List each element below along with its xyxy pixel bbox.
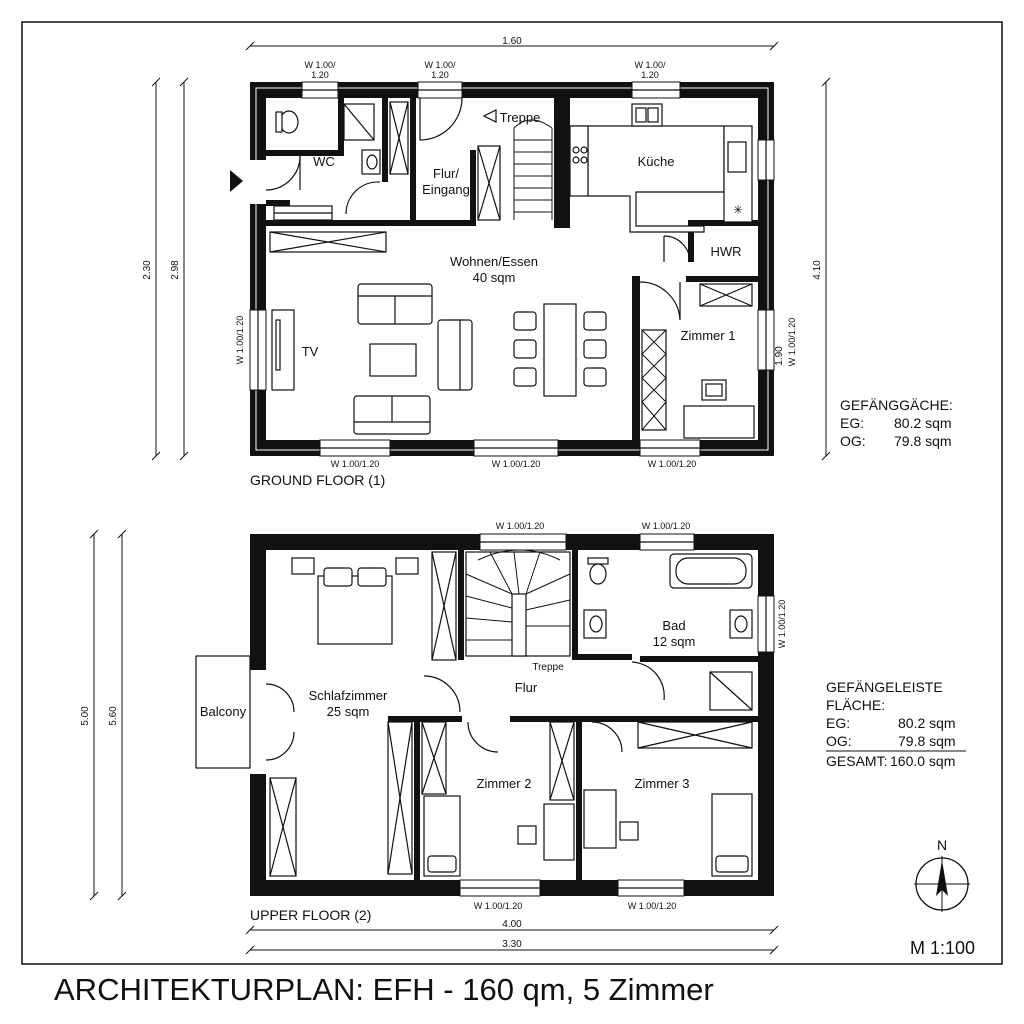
north-label: N [937, 837, 947, 853]
room-label-treppe-og: Treppe [532, 662, 564, 673]
room-label-wohnen: Wohnen/Essen [450, 254, 538, 269]
legend-1-value: 79.8 sqm [894, 433, 952, 449]
legend-1-label: OG: [840, 433, 866, 449]
window-label: W 1.00/1.20 [648, 459, 697, 469]
dimension-label: 1.60 [502, 36, 522, 47]
dimension-label: 5.00 [80, 706, 91, 726]
room-label-hwr: HWR [710, 244, 741, 259]
room-label-wc: WC [313, 154, 335, 169]
dimension-label: 4.10 [812, 260, 823, 280]
window-label: W 1.00/1.20 [496, 521, 545, 531]
area-legend-1: GEFÄNGGÄCHE: EG: 80.2 sqm OG: 79.8 sqm [840, 397, 953, 449]
room-area-wohnen: 40 sqm [473, 270, 516, 285]
room-label-zimmer1: Zimmer 1 [681, 328, 736, 343]
window-label: W 1.00/1.20 [474, 901, 523, 911]
legend-2-label: EG: [826, 715, 850, 731]
window-label: W 1.00/1.20 [331, 459, 380, 469]
room-label-kueche: Küche [638, 154, 675, 169]
legend-2-heading-2: FLÄCHE: [826, 697, 885, 713]
room-label-tv: TV [302, 344, 319, 359]
dimension-label: 4.00 [502, 919, 522, 930]
window-label: W 1.00/1.20 [235, 316, 245, 365]
room-area-bad: 12 sqm [653, 634, 696, 649]
legend-1-heading: GEFÄNGGÄCHE: [840, 397, 953, 413]
room-label-flur-2: Eingang [422, 182, 470, 197]
upper-floor-label: UPPER FLOOR (2) [250, 907, 371, 923]
room-label-flur: Flur [515, 680, 538, 695]
room-label-bad: Bad [662, 618, 685, 633]
room-area-schlafzimmer: 25 sqm [327, 704, 370, 719]
legend-2-label: OG: [826, 733, 852, 749]
upper-floor-plan [195, 533, 775, 897]
ground-floor-label: GROUND FLOOR (1) [250, 472, 385, 488]
room-label-flur-1: Flur/ [433, 166, 459, 181]
dimension-label: 5.60 [108, 706, 119, 726]
legend-2-total-value: 160.0 sqm [890, 753, 955, 769]
window-label: W 1.00/ [304, 60, 336, 70]
dimension-label: 1.90 [774, 346, 785, 366]
window-label: W 1.00/ [634, 60, 666, 70]
window-label: W 1.00/1.20 [628, 901, 677, 911]
dimension-label: 2.30 [142, 260, 153, 280]
upper-floor-dimensions [89, 529, 779, 955]
dimension-label: 2.98 [170, 260, 181, 280]
room-label-zimmer3: Zimmer 3 [635, 776, 690, 791]
sheet-border [21, 21, 1003, 965]
window-label: W 1.00/1.20 [787, 318, 797, 367]
area-legend-2: GEFÄNGELEISTE FLÄCHE: EG: 80.2 sqm OG: 7… [826, 679, 966, 769]
plan-title: ARCHITEKTURPLAN: EFH - 160 qm, 5 Zimmer [54, 972, 714, 1007]
room-label-balcony: Balcony [200, 704, 247, 719]
legend-2-value: 80.2 sqm [898, 715, 956, 731]
ground-floor-plan: ✳ [230, 81, 775, 457]
window-label: W 1.00/ [424, 60, 456, 70]
north-arrow-icon [914, 856, 970, 912]
room-label-zimmer2: Zimmer 2 [477, 776, 532, 791]
dimension-label: 3.30 [502, 939, 522, 950]
legend-2-total-label: GESAMT: [826, 753, 887, 769]
room-label-schlafzimmer: Schlafzimmer [309, 688, 388, 703]
window-label: 1.20 [311, 70, 329, 80]
window-label: W 1.00/1.20 [777, 600, 787, 649]
legend-1-value: 80.2 sqm [894, 415, 952, 431]
window-label: W 1.00/1.20 [642, 521, 691, 531]
window-label: 1.20 [431, 70, 449, 80]
scale-label: M 1:100 [910, 938, 975, 958]
svg-text:✳: ✳ [733, 203, 743, 217]
legend-2-heading-1: GEFÄNGELEISTE [826, 679, 943, 695]
window-label: 1.20 [641, 70, 659, 80]
window-label: W 1.00/1.20 [492, 459, 541, 469]
room-label-treppe-eg: Treppe [500, 110, 541, 125]
legend-1-label: EG: [840, 415, 864, 431]
legend-2-value: 79.8 sqm [898, 733, 956, 749]
ground-floor-dimensions [151, 41, 831, 461]
